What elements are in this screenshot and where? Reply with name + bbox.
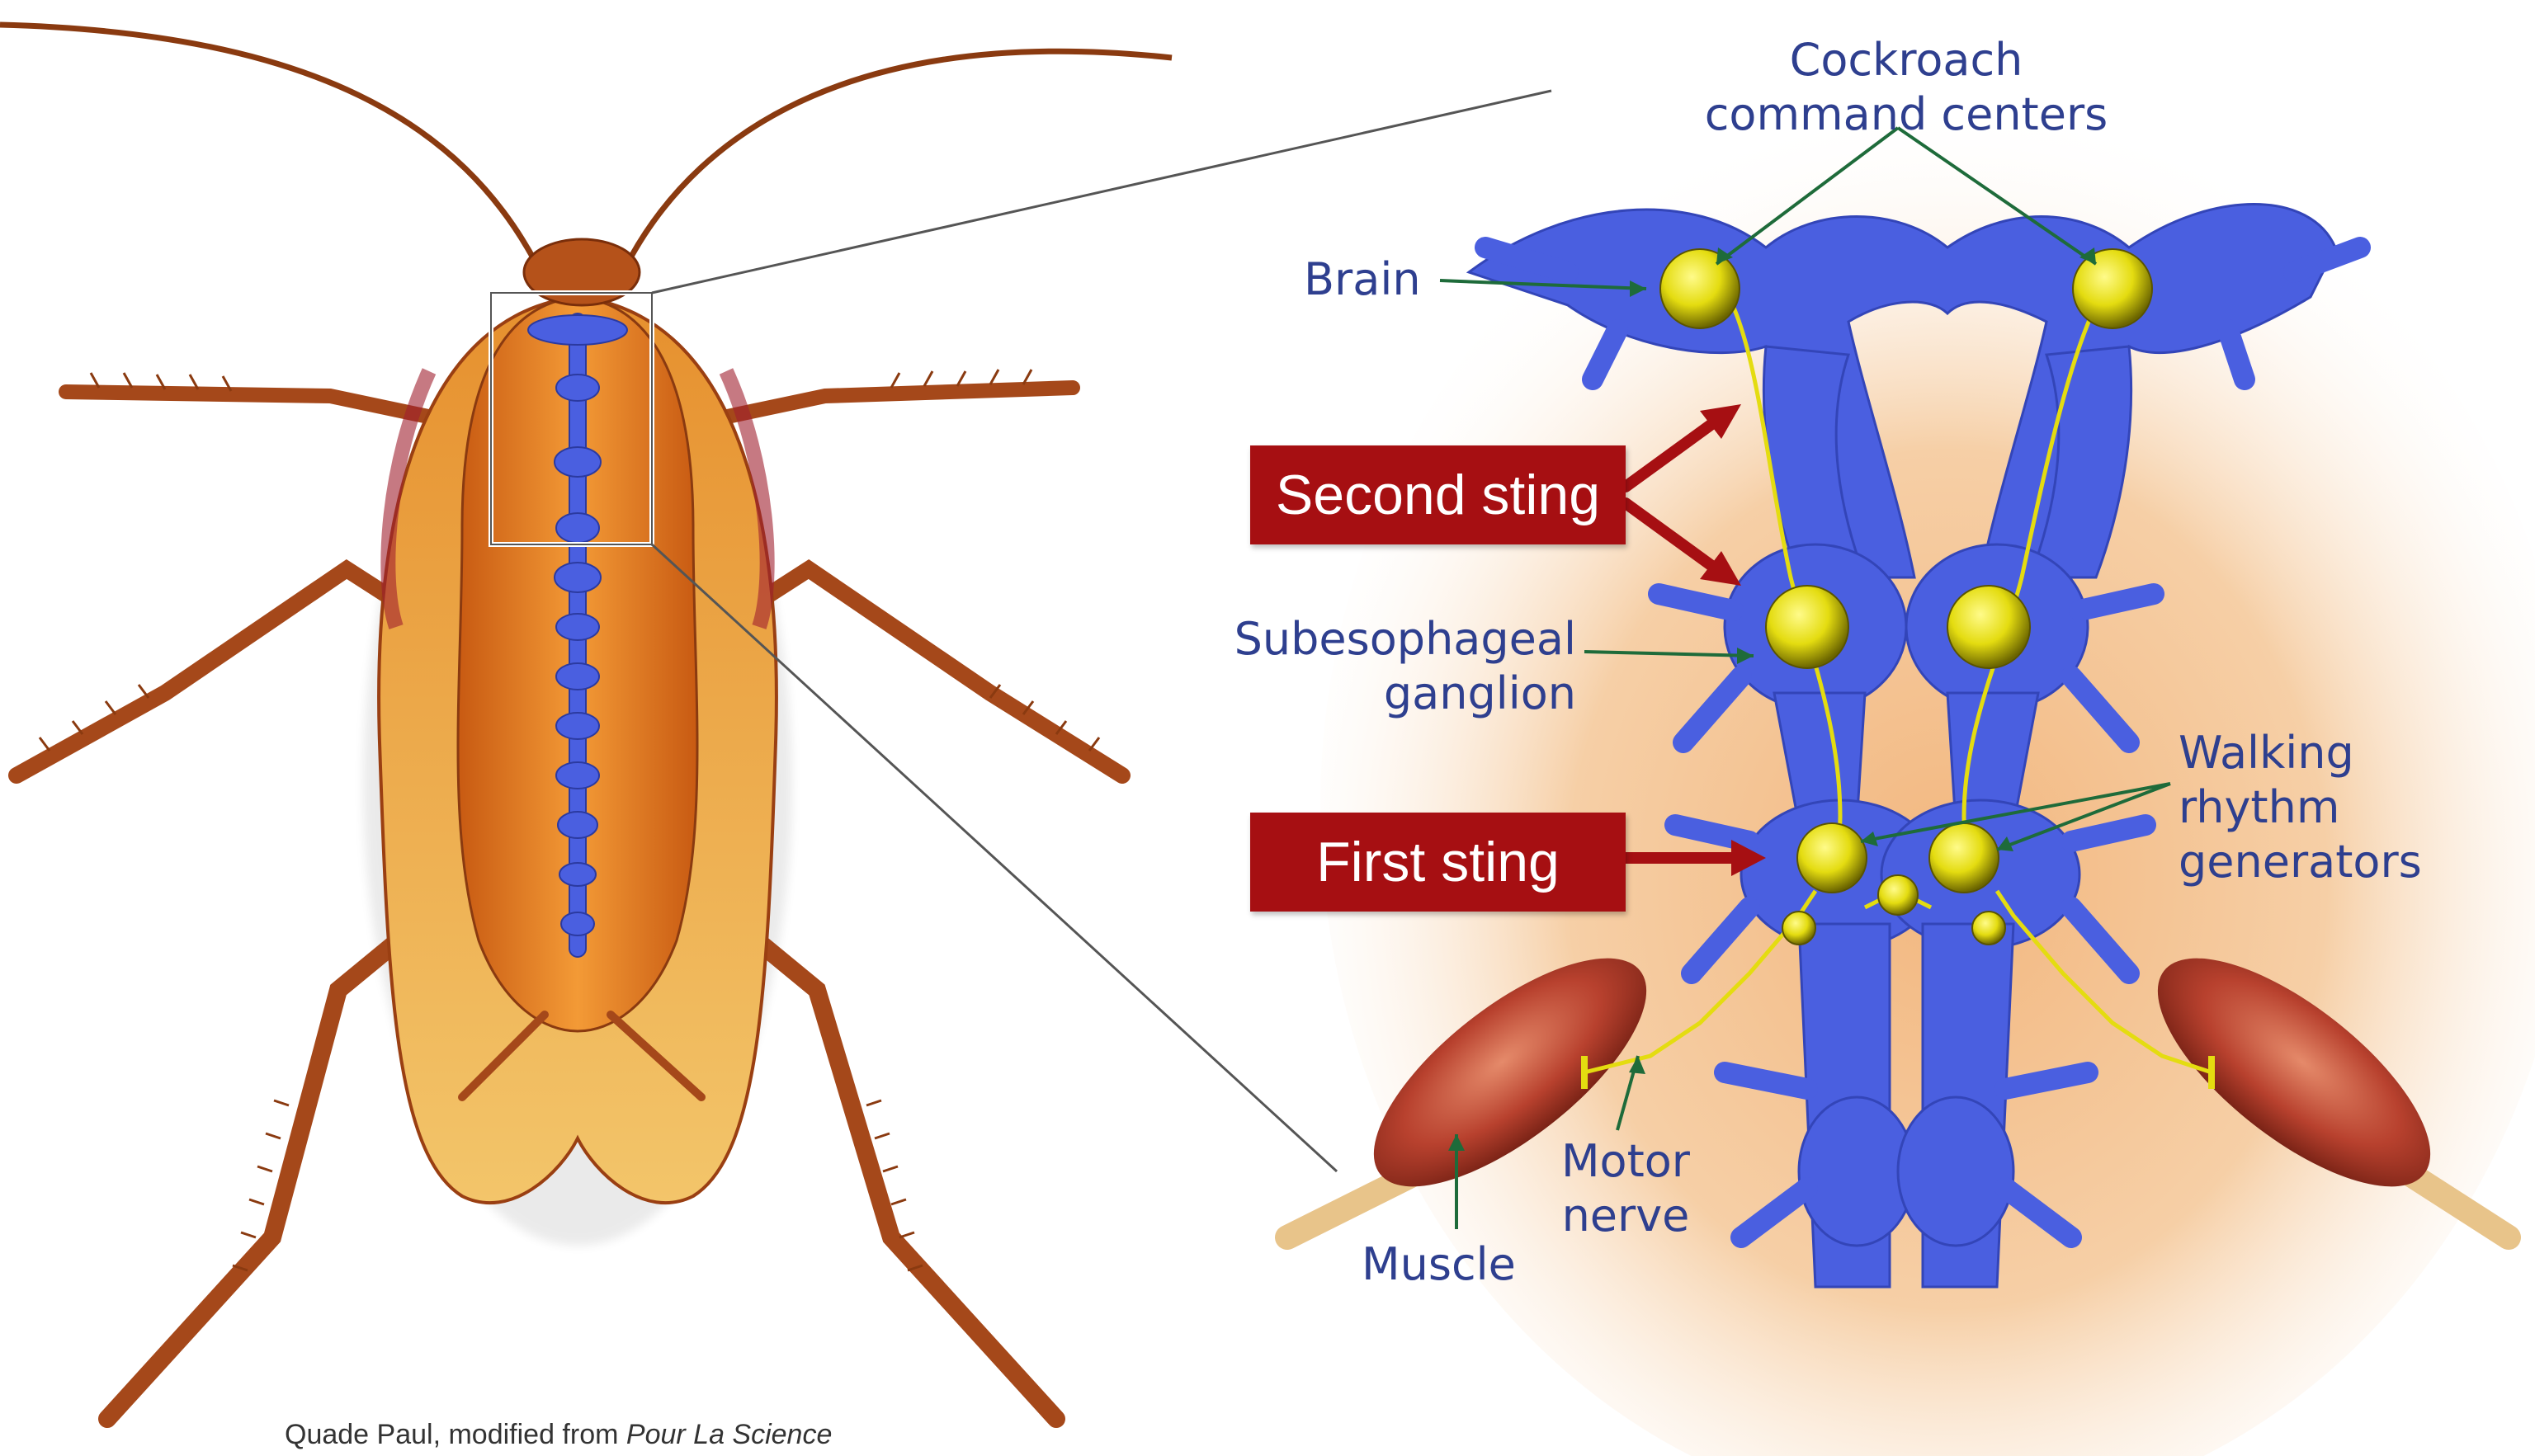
label-muscle: Muscle	[1362, 1238, 1516, 1290]
leg-spines	[38, 369, 1101, 1272]
subesophageal-ganglion-right	[1947, 585, 2031, 669]
label-second-sting: Second sting	[1250, 445, 1626, 544]
wing-edge-right	[719, 368, 775, 629]
label-subesophageal-line2: ganglion	[1383, 667, 1576, 719]
label-walking-line1: Walking	[2179, 727, 2354, 779]
brain-ganglion-left	[1659, 248, 1740, 329]
walking-generator-left	[1796, 822, 1867, 893]
label-motor-nerve: Motor nerve	[1510, 1134, 1741, 1243]
label-walking-line3: generators	[2179, 836, 2422, 888]
label-walking-rhythm-generators: Walking rhythm generators	[2179, 726, 2422, 889]
leader-arrowheads	[1448, 247, 2096, 1151]
zoom-line-bottom	[650, 543, 1338, 1173]
label-subesophageal-line1: Subesophageal	[1234, 613, 1576, 665]
label-motor-nerve-line1: Motor	[1560, 1135, 1691, 1187]
nervous-system-detail	[1275, 99, 2535, 1456]
label-subesophageal-ganglion: Subesophageal ganglion	[1172, 612, 1576, 721]
label-brain: Brain	[1304, 253, 1421, 305]
cockroach-head	[522, 238, 641, 307]
label-first-sting: First sting	[1250, 813, 1626, 912]
muscle-right	[2157, 958, 2521, 1250]
image-credit: Quade Paul, modified from Pour La Scienc…	[285, 1419, 832, 1451]
muscle-left	[1275, 958, 1647, 1250]
cockroach-illustration	[0, 21, 1552, 1428]
right-antenna	[624, 48, 1173, 266]
leader-lines	[1439, 126, 2171, 1229]
image-credit-prefix: Quade Paul, modified from	[285, 1419, 626, 1450]
small-ganglion-center	[1877, 874, 1919, 916]
cockroach-cerci	[458, 1011, 706, 1101]
label-motor-nerve-line2: nerve	[1561, 1190, 1690, 1242]
sting-arrows	[1620, 404, 1766, 876]
label-walking-line2: rhythm	[2179, 781, 2340, 833]
cockroach-nerve-cord	[527, 313, 628, 958]
left-antenna	[0, 21, 540, 266]
label-cockroach-command-centers-line2: command centers	[1704, 88, 2108, 140]
label-cockroach-command-centers-line1: Cockroach	[1789, 34, 2023, 86]
walking-generator-right	[1928, 822, 1999, 893]
subesophageal-ganglion-left	[1765, 585, 1849, 669]
small-ganglion-right	[1971, 911, 2006, 945]
nerve-branches	[1475, 237, 2371, 1248]
wing-edge-left	[380, 368, 437, 629]
ganglia	[1659, 248, 2153, 945]
small-ganglion-left	[1782, 911, 1816, 945]
label-second-sting-text: Second sting	[1275, 464, 1601, 526]
tissue-background	[1320, 99, 2535, 1456]
label-cockroach-command-centers: Cockroach command centers	[1667, 33, 2146, 142]
image-credit-source: Pour La Science	[625, 1419, 833, 1450]
brain-ganglion-right	[2072, 248, 2153, 329]
zoom-line-top	[651, 89, 1552, 294]
label-first-sting-text: First sting	[1316, 831, 1560, 893]
